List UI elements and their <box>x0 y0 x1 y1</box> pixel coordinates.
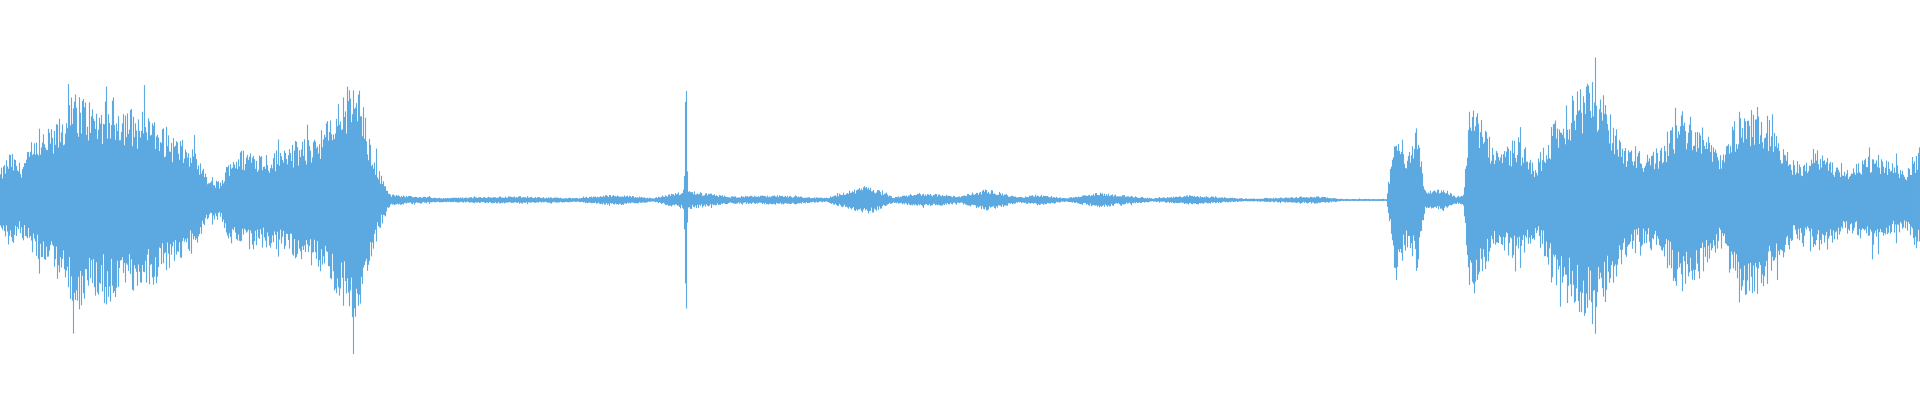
waveform-samples <box>0 57 1920 354</box>
